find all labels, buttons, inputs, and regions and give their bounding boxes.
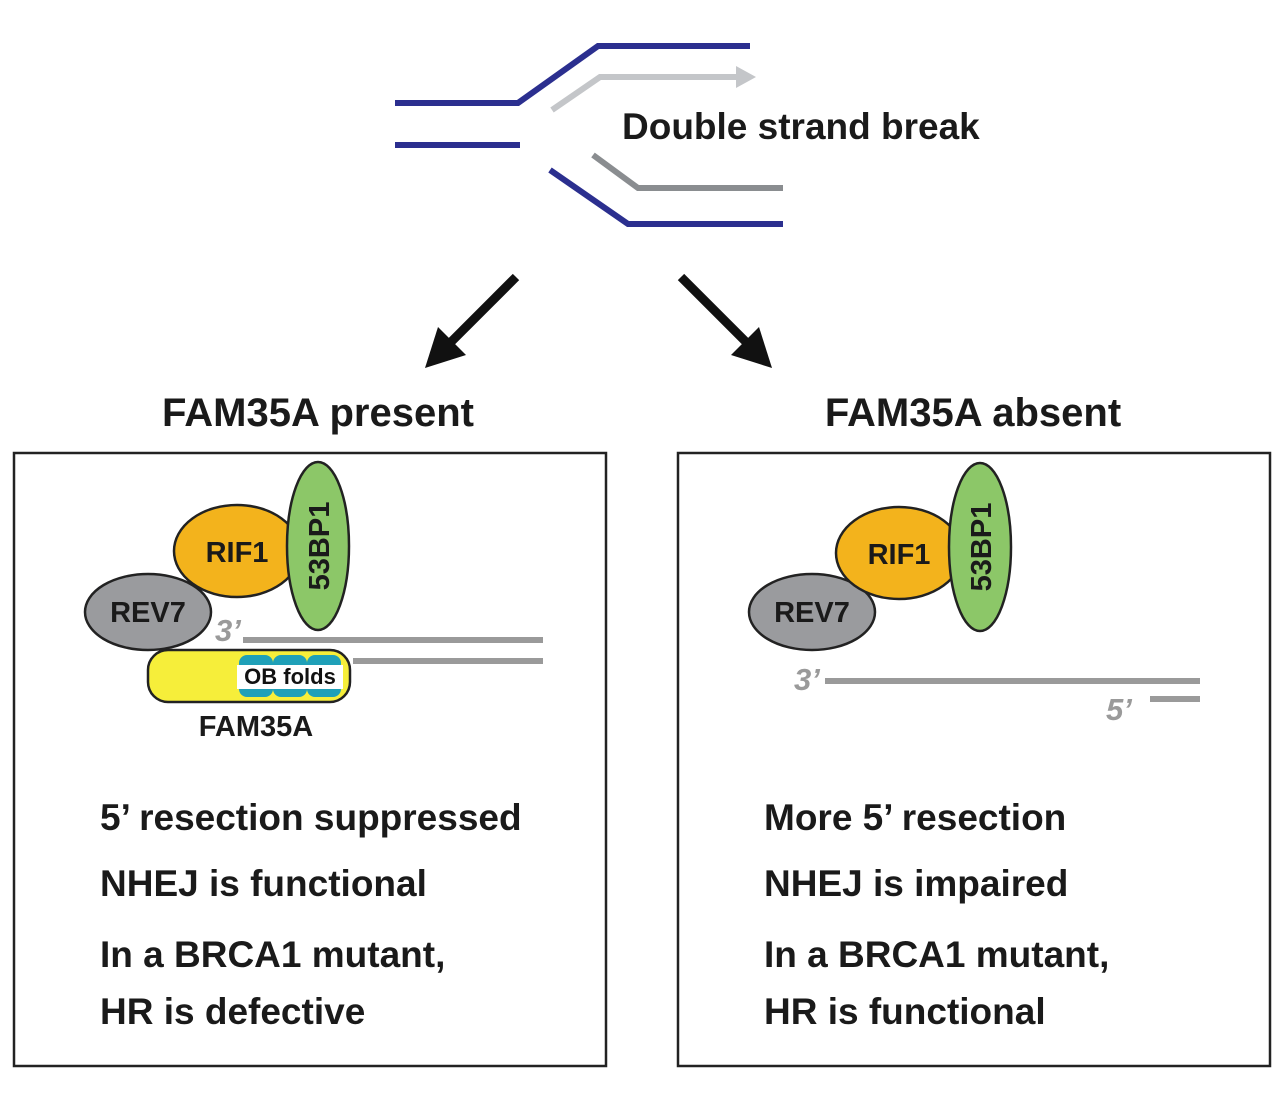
- right-line-3: In a BRCA1 mutant,: [764, 934, 1109, 975]
- rif1-label: RIF1: [206, 537, 269, 569]
- ob-folds-label-bg: [237, 665, 343, 689]
- rev7-label-right: REV7: [774, 597, 850, 629]
- ob-folds-label: OB folds: [244, 664, 336, 689]
- right-panel-title: FAM35A absent: [825, 391, 1121, 435]
- right-line-4: HR is functional: [764, 991, 1046, 1032]
- right-panel-box: [676, 451, 1272, 1068]
- new-synthesis-strand: [550, 74, 738, 113]
- left-line-4: HR is defective: [100, 991, 365, 1032]
- 53bp1-label: 53BP1: [304, 502, 336, 591]
- fam35a-label: FAM35A: [199, 711, 313, 743]
- dna-break-schematic: Double strand break: [395, 43, 980, 227]
- rev7-protein-right: [747, 572, 877, 652]
- synthesis-arrowhead: [736, 66, 756, 88]
- right-complex: 3’ 5’ REV7 RIF1 53BP1: [747, 461, 1200, 727]
- left-line-2: NHEJ is functional: [100, 863, 427, 904]
- left-line-3: In a BRCA1 mutant,: [100, 934, 445, 975]
- right-line-1: More 5’ resection: [764, 797, 1066, 838]
- left-3prime-label: 3’: [215, 613, 241, 648]
- right-line-2: NHEJ is impaired: [764, 863, 1068, 904]
- right-3prime-label: 3’: [794, 662, 820, 697]
- arrow-right: [677, 273, 772, 368]
- left-panel-title: FAM35A present: [162, 391, 474, 435]
- left-line-1: 5’ resection suppressed: [100, 797, 522, 838]
- left-panel-box: [12, 451, 608, 1068]
- rif1-label-right: RIF1: [868, 539, 931, 571]
- 53bp1-label-right: 53BP1: [966, 503, 998, 592]
- double-strand-break-label: Double strand break: [622, 106, 980, 147]
- upper-strand-top: [395, 43, 750, 106]
- rev7-protein: [83, 572, 213, 652]
- lower-strand: [548, 167, 783, 227]
- lower-grey-strand: [591, 152, 783, 191]
- 53bp1-protein: [285, 460, 351, 632]
- left-complex: 3’ OB folds FAM35A REV7 RIF1 53BP1: [83, 460, 543, 743]
- right-5prime-label: 5’: [1106, 692, 1132, 727]
- 53bp1-protein-right: [947, 461, 1013, 633]
- left-panel-text: 5’ resection suppressed NHEJ is function…: [100, 797, 522, 1032]
- arrow-left: [425, 273, 520, 368]
- right-panel-text: More 5’ resection NHEJ is impaired In a …: [764, 797, 1109, 1032]
- rev7-label: REV7: [110, 597, 186, 629]
